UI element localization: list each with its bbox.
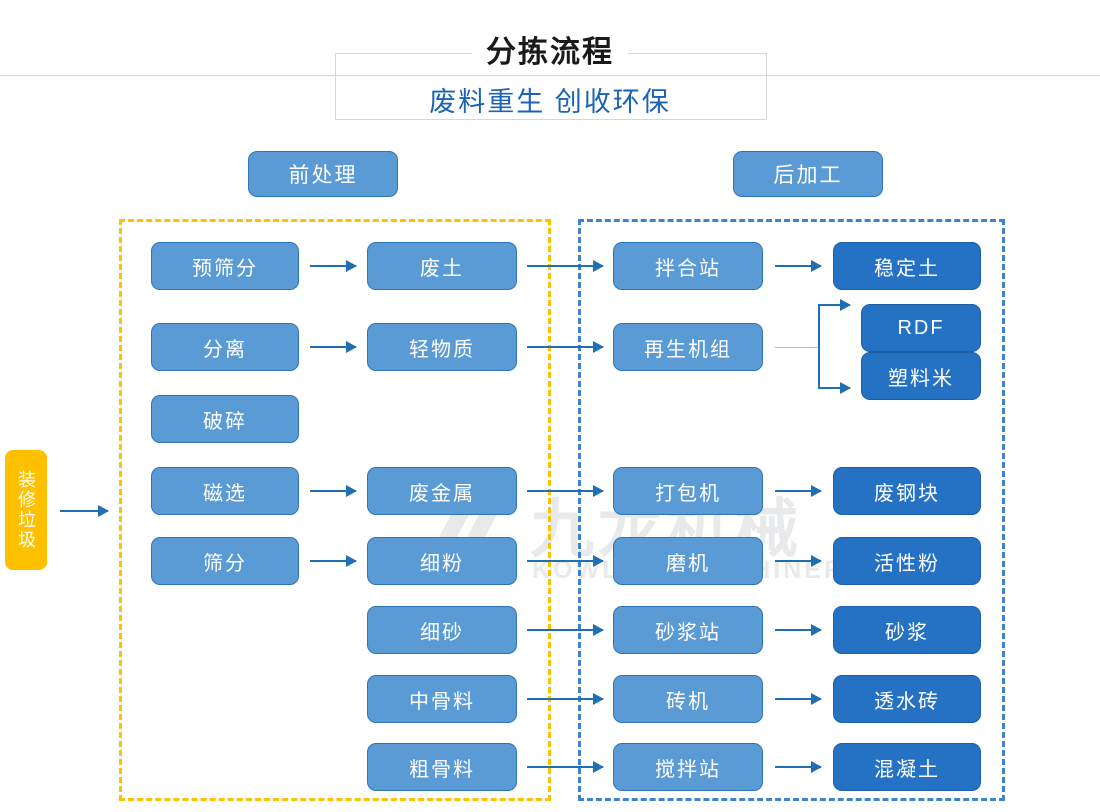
node-machine-brick-machine[interactable]: 砖机 — [613, 675, 763, 723]
arrow-input-to-pretreatment — [60, 505, 109, 517]
node-product-stabilized-soil[interactable]: 稳定土 — [833, 242, 981, 290]
arrow-mortar-station-to-mortar — [775, 624, 822, 636]
arrow-medium-aggregate-to-brick-machine — [527, 693, 604, 705]
node-material-waste-soil[interactable]: 废土 — [367, 242, 517, 290]
arrow-fine-sand-to-mortar-station — [527, 624, 604, 636]
node-material-light-material[interactable]: 轻物质 — [367, 323, 517, 371]
page-header: 分拣流程 废料重生 创收环保 — [0, 0, 1100, 140]
node-material-scrap-metal[interactable]: 废金属 — [367, 467, 517, 515]
node-machine-mixing-station[interactable]: 拌合站 — [613, 242, 763, 290]
line-recycling-unit-stub — [775, 347, 819, 348]
arrow-recycling-to-rdf — [818, 299, 851, 311]
node-machine-grinder[interactable]: 磨机 — [613, 537, 763, 585]
node-product-concrete[interactable]: 混凝土 — [833, 743, 981, 791]
node-process-crushing[interactable]: 破碎 — [151, 395, 299, 443]
arrow-presieve-to-waste-soil — [310, 260, 357, 272]
node-machine-recycling-unit[interactable]: 再生机组 — [613, 323, 763, 371]
node-product-plastic-pellet[interactable]: 塑料米 — [861, 352, 981, 400]
arrow-brick-machine-to-permeable-brick — [775, 693, 822, 705]
arrow-mixer-to-concrete — [775, 761, 822, 773]
input-node-construction-waste[interactable]: 装修垃圾 — [5, 450, 47, 570]
arrow-fine-powder-to-grinder — [527, 555, 604, 567]
node-product-mortar[interactable]: 砂浆 — [833, 606, 981, 654]
arrow-waste-soil-to-mixing-station — [527, 260, 604, 272]
node-process-presieve[interactable]: 预筛分 — [151, 242, 299, 290]
node-material-fine-powder[interactable]: 细粉 — [367, 537, 517, 585]
section-label-postprocessing[interactable]: 后加工 — [733, 151, 883, 197]
postprocessing-group-border — [578, 219, 1005, 801]
page-title-text: 分拣流程 — [472, 36, 628, 69]
node-process-screening[interactable]: 筛分 — [151, 537, 299, 585]
arrow-screening-to-fine-powder — [310, 555, 357, 567]
node-material-fine-sand[interactable]: 细砂 — [367, 606, 517, 654]
node-product-permeable-brick[interactable]: 透水砖 — [833, 675, 981, 723]
arrow-coarse-aggregate-to-concrete-mixer — [527, 761, 604, 773]
page-subtitle: 废料重生 创收环保 — [0, 86, 1100, 118]
arrow-baler-to-scrap-steel — [775, 485, 822, 497]
arrow-grinder-to-active-powder — [775, 555, 822, 567]
arrow-recycling-to-plastic-pellet — [818, 382, 851, 394]
node-product-active-powder[interactable]: 活性粉 — [833, 537, 981, 585]
node-machine-mortar-station[interactable]: 砂浆站 — [613, 606, 763, 654]
node-material-medium-aggregate[interactable]: 中骨料 — [367, 675, 517, 723]
page-title: 分拣流程 — [0, 36, 1100, 70]
node-process-magnetic-separation[interactable]: 磁选 — [151, 467, 299, 515]
node-machine-baler[interactable]: 打包机 — [613, 467, 763, 515]
page-subtitle-text: 废料重生 创收环保 — [415, 87, 685, 117]
node-material-coarse-aggregate[interactable]: 粗骨料 — [367, 743, 517, 791]
arrow-light-material-to-recycling-unit — [527, 341, 604, 353]
node-product-scrap-steel[interactable]: 废钢块 — [833, 467, 981, 515]
arrow-magnetic-to-scrap-metal — [310, 485, 357, 497]
node-product-rdf[interactable]: RDF — [861, 304, 981, 352]
section-label-pretreatment[interactable]: 前处理 — [248, 151, 398, 197]
arrow-separation-to-light-material — [310, 341, 357, 353]
pretreatment-group-border — [119, 219, 551, 801]
arrow-scrap-metal-to-baler — [527, 485, 604, 497]
header-divider-line — [0, 75, 1100, 76]
branch-vertical-bar — [818, 305, 820, 389]
node-process-separation[interactable]: 分离 — [151, 323, 299, 371]
arrow-mixing-station-to-stabilized-soil — [775, 260, 822, 272]
node-machine-concrete-mixer[interactable]: 搅拌站 — [613, 743, 763, 791]
